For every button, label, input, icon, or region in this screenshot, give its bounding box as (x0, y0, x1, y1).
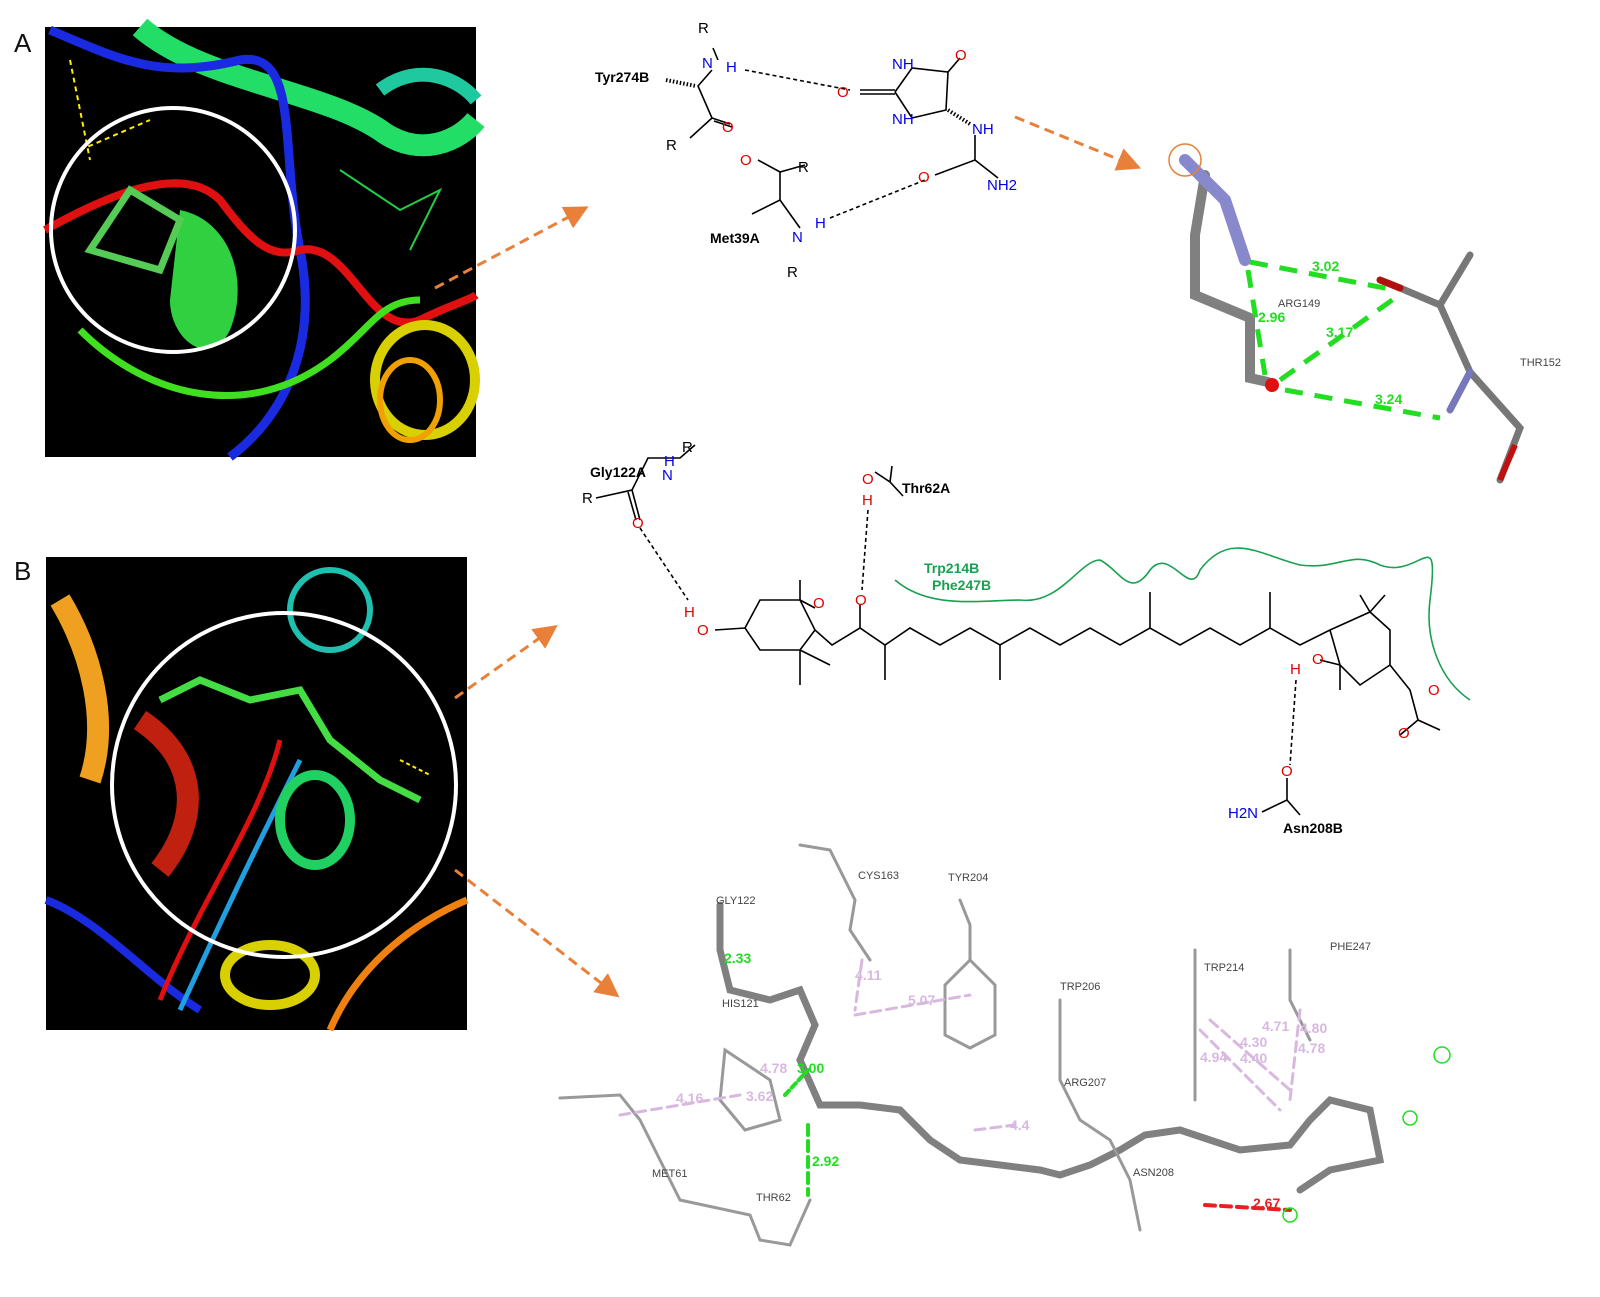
hydrophobic-residue-label: Phe247B (932, 577, 991, 593)
panel-a-letter: A (14, 28, 32, 58)
atom-label: N (662, 467, 673, 484)
atom-label: O (740, 152, 752, 169)
panel-a-protein-render (43, 18, 485, 461)
arrow-icon (454, 625, 558, 700)
residue-label: Gly122A (590, 464, 646, 480)
atom-label: R (698, 20, 709, 37)
residue-label: ASN208 (1133, 1167, 1174, 1179)
residue-label: PHE247 (1330, 941, 1371, 953)
distance-label: 4.80 (1300, 1020, 1327, 1036)
arrows (434, 115, 1142, 998)
atom-label: H (726, 59, 737, 76)
residue-label: Tyr274B (595, 69, 649, 85)
atom-label: H (815, 215, 826, 232)
atom-label: O (722, 119, 734, 136)
atom-label: R (798, 159, 809, 176)
arrow-icon (454, 868, 620, 998)
residue-label: GLY122 (716, 895, 756, 907)
distance-label: 4.30 (1240, 1034, 1267, 1050)
target-marker-icon (1168, 143, 1202, 177)
atom-label: NH2 (987, 177, 1017, 194)
atom-label: O (1428, 682, 1440, 699)
highlight-circle (49, 106, 297, 354)
atom-label: R (787, 264, 798, 281)
panel-a-3d-view (1168, 143, 1525, 484)
distance-label: 3.00 (797, 1060, 824, 1076)
residue-label: THR62 (756, 1192, 791, 1204)
atom-label: NH (892, 111, 914, 128)
residue-label: THR152 (1520, 357, 1561, 369)
arrow-icon (434, 206, 589, 290)
atom-label: N (792, 229, 803, 246)
residue-label: HIS121 (722, 998, 759, 1010)
atom-label: O (632, 515, 644, 532)
panel-a-2d-diagram (665, 47, 999, 229)
atom-label: O (697, 622, 709, 639)
hydrophobic-contact-curve (894, 547, 1471, 701)
distance-label: 2.92 (812, 1153, 839, 1169)
atom-label: H (862, 492, 873, 509)
panel-b-3d-view (558, 843, 1451, 1247)
distance-label: 3.17 (1326, 324, 1353, 340)
atom-label: O (955, 47, 967, 64)
residue-label: MET61 (652, 1168, 687, 1180)
atom-label: O (862, 471, 874, 488)
distance-label: 4.78 (1298, 1040, 1325, 1056)
distance-label: 2.96 (1258, 309, 1285, 325)
atom-label: O (837, 84, 849, 101)
residue-label: Asn208B (1283, 820, 1343, 836)
residue-label: TYR204 (948, 872, 988, 884)
residue-label: TRP214 (1204, 962, 1244, 974)
atom-label: O (813, 595, 825, 612)
atom-label: O (1398, 725, 1410, 742)
distance-label: 3.24 (1375, 391, 1402, 407)
residue-label: Thr62A (902, 480, 950, 496)
atom-label: R (582, 490, 593, 507)
distance-label: 4.4 (1010, 1117, 1030, 1133)
atom-label: R (682, 439, 693, 456)
distance-label: 4.16 (676, 1090, 703, 1106)
arrow-icon (1014, 115, 1142, 171)
hydrophobic-residue-label: Trp214B (924, 560, 979, 576)
residue-label: TRP206 (1060, 981, 1100, 993)
residue-label: ARG207 (1064, 1077, 1106, 1089)
atom-label: N (702, 55, 713, 72)
distance-label: 4.40 (1240, 1050, 1267, 1066)
atom-label: H2N (1228, 805, 1258, 822)
distance-label: 3.02 (1312, 258, 1339, 274)
atom-label: O (855, 592, 867, 609)
atom-label: NH (892, 56, 914, 73)
distance-label: 3.62 (746, 1088, 773, 1104)
atom-label: O (1312, 651, 1324, 668)
atom-label: R (666, 137, 677, 154)
atom-label: O (918, 169, 930, 186)
residue-label: CYS163 (858, 870, 899, 882)
atom-label: H (664, 453, 675, 470)
distance-label: 2.67 (1253, 1195, 1280, 1211)
distance-label: 4.11 (855, 967, 882, 983)
atom-label: H (684, 604, 695, 621)
highlight-circle (110, 611, 458, 959)
distance-label: 4.78 (760, 1060, 787, 1076)
distance-label: 5.07 (908, 992, 935, 1008)
panel-b-letter: B (14, 556, 31, 586)
atom-label: NH (972, 121, 994, 138)
distance-label: 4.71 (1262, 1018, 1289, 1034)
panel-b-protein-render (44, 557, 469, 1032)
atom-label: O (1281, 763, 1293, 780)
residue-label: Met39A (710, 230, 760, 246)
distance-label: 4.94 (1200, 1049, 1227, 1065)
atom-label: H (1290, 661, 1301, 678)
residue-label: ARG149 (1278, 298, 1320, 310)
panel-b-2d-diagram (595, 444, 1471, 816)
distance-label: 2.33 (724, 950, 751, 966)
